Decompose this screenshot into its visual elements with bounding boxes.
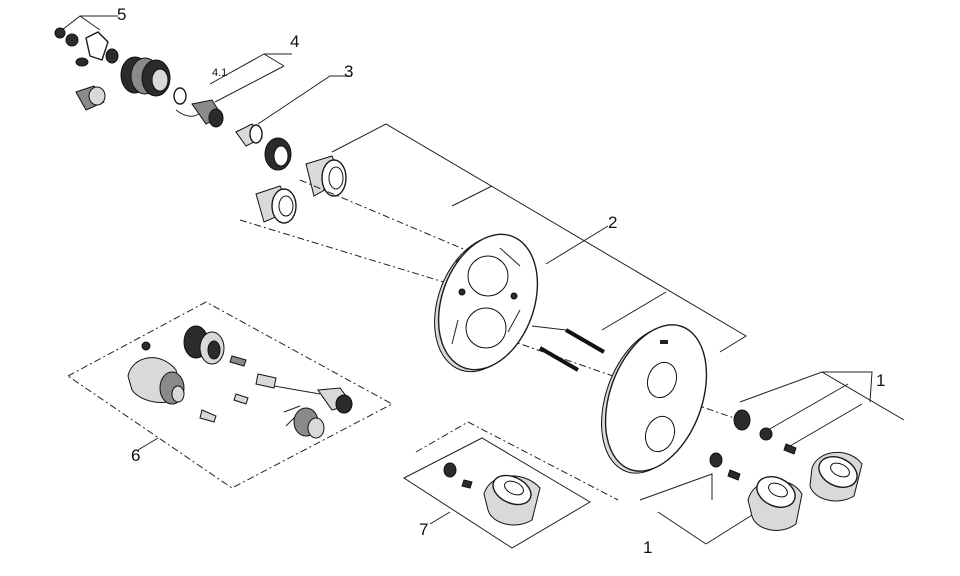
- adapter-hex: [733, 409, 751, 431]
- callout-4: 4: [290, 32, 299, 51]
- callout-2: 2: [608, 213, 617, 232]
- spindle-pin: [255, 373, 277, 389]
- callout-7: 7: [419, 520, 428, 539]
- star-adapter: [283, 405, 325, 439]
- set-screw-7: [461, 479, 473, 489]
- part-group-1-lower: 1: [639, 452, 803, 557]
- small-pin: [229, 355, 247, 367]
- part-group-4: 4 4.1: [173, 32, 299, 128]
- callout-6: 6: [131, 446, 140, 465]
- callout-1-upper: 1: [876, 371, 885, 390]
- callout-3: 3: [344, 62, 353, 81]
- spindle-head: [208, 108, 224, 128]
- small-ball: [141, 341, 151, 351]
- o-ring: [173, 87, 187, 105]
- nut-7: [443, 462, 457, 478]
- set-screw: [783, 443, 797, 455]
- threaded-cartridge: [120, 56, 171, 97]
- adapter-end: [249, 124, 263, 144]
- part-group-5: 5: [54, 5, 171, 111]
- mounting-screws: [531, 325, 606, 372]
- short-pin: [233, 393, 249, 405]
- seal-ring: [65, 33, 79, 47]
- control-wheel: [183, 325, 225, 365]
- bracket-clip: [85, 31, 109, 61]
- nut-lower: [709, 452, 723, 468]
- part-group-3: 3: [235, 62, 353, 147]
- handle-knob-upper: [809, 451, 863, 502]
- cap-face: [88, 86, 106, 106]
- sleeve-lower: [255, 185, 297, 224]
- callout-1-lower: 1: [643, 538, 652, 557]
- set-screw-lower: [727, 469, 741, 481]
- seal-ring-small: [54, 27, 66, 39]
- small-seal: [75, 57, 89, 67]
- callout-4-1: 4.1: [212, 67, 227, 79]
- handle-knob-lower: [747, 476, 803, 531]
- threaded-ring: [264, 137, 292, 171]
- cover-plate: [601, 324, 708, 474]
- washer: [105, 48, 119, 64]
- stud-pin: [199, 409, 217, 423]
- part-group-7: 7: [403, 421, 619, 549]
- adapter-nut: [759, 427, 773, 441]
- sleeve-upper: [305, 155, 347, 197]
- part-group-1-upper: 1: [733, 371, 905, 502]
- part-group-6: 6: [67, 301, 394, 489]
- handle-knob-7: [483, 474, 541, 526]
- thermostat-cartridge: [127, 357, 185, 405]
- callout-5: 5: [117, 5, 126, 24]
- mounting-plate: [434, 233, 539, 373]
- spline-adapter: [317, 387, 353, 414]
- part-group-2: 2: [331, 123, 747, 353]
